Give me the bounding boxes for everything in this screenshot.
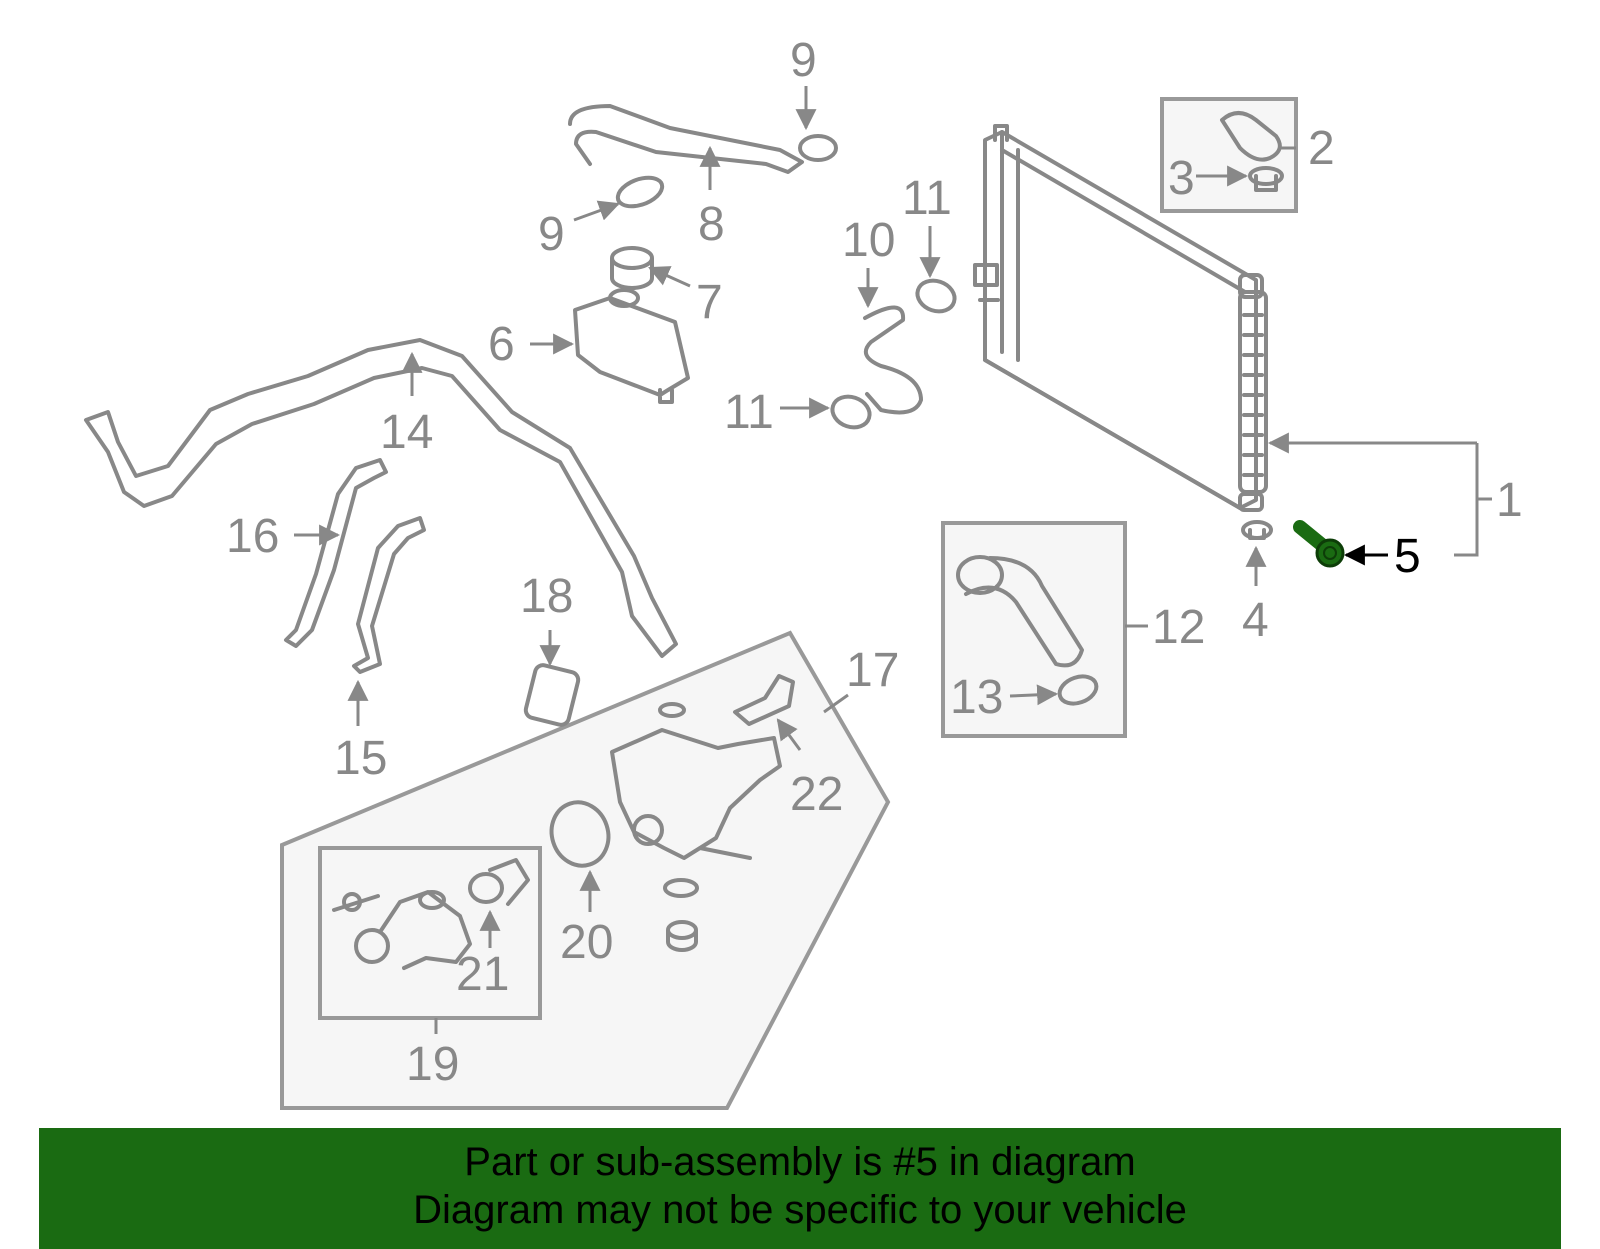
- gasket-20: [549, 800, 611, 868]
- callout-11-left: 11: [724, 386, 774, 439]
- callout-14: 14: [380, 406, 433, 459]
- callout-3: 3: [1168, 152, 1195, 205]
- callout-17: 17: [846, 644, 899, 697]
- hose-15: [352, 516, 426, 674]
- clamp-9a: [798, 134, 838, 162]
- clamp-11a: [915, 278, 957, 314]
- bracket-2: [1220, 111, 1282, 162]
- thermostat-21: [468, 858, 530, 906]
- callout-9-left: 9: [538, 208, 565, 261]
- clamp-9b: [615, 175, 665, 209]
- callout-22: 22: [790, 768, 843, 821]
- callout-9-top: 9: [790, 34, 817, 87]
- callout-10: 10: [842, 214, 895, 267]
- callout-16: 16: [226, 510, 279, 563]
- callout-7: 7: [696, 276, 723, 329]
- callout-19: 19: [406, 1038, 459, 1091]
- bolt-5: [1293, 520, 1345, 568]
- reservoir-6: [573, 288, 690, 404]
- callout-1: 1: [1496, 474, 1523, 527]
- thermostat-housing-19: [354, 890, 472, 970]
- hose-10: [863, 305, 923, 415]
- callout-21: 21: [456, 948, 509, 1001]
- hose-12: [956, 555, 1084, 668]
- callout-5: 5: [1394, 530, 1421, 583]
- bolt-19: [332, 892, 380, 912]
- bushing-3: [1248, 166, 1284, 192]
- leader-lines: [294, 86, 1492, 1034]
- clamp-13: [1057, 674, 1099, 706]
- box-19: [318, 846, 542, 1020]
- callout-12: 12: [1152, 601, 1205, 654]
- pipe-8: [568, 104, 804, 174]
- gasket-18: [523, 663, 581, 727]
- sensor-22: [733, 674, 795, 726]
- clamp-11b: [830, 394, 872, 430]
- footer-line-2: Diagram may not be specific to your vehi…: [413, 1188, 1187, 1232]
- callout-15: 15: [334, 732, 387, 785]
- callout-2: 2: [1308, 122, 1335, 175]
- radiator: [973, 124, 1268, 512]
- footer-line-1: Part or sub-assembly is #5 in diagram: [464, 1140, 1136, 1184]
- hose-16: [284, 458, 388, 648]
- callout-20: 20: [560, 916, 613, 969]
- callout-8: 8: [698, 198, 725, 251]
- grommet-4: [1241, 520, 1273, 540]
- footer-banner: Part or sub-assembly is #5 in diagram Di…: [39, 1128, 1561, 1249]
- callout-13: 13: [950, 671, 1003, 724]
- callout-11-top: 11: [902, 172, 952, 225]
- housing-17: [610, 702, 782, 860]
- callout-6: 6: [488, 318, 515, 371]
- plug: [663, 878, 699, 952]
- hose-14: [84, 338, 678, 658]
- callout-18: 18: [520, 570, 573, 623]
- callout-4: 4: [1242, 594, 1269, 647]
- cap-7: [610, 246, 654, 290]
